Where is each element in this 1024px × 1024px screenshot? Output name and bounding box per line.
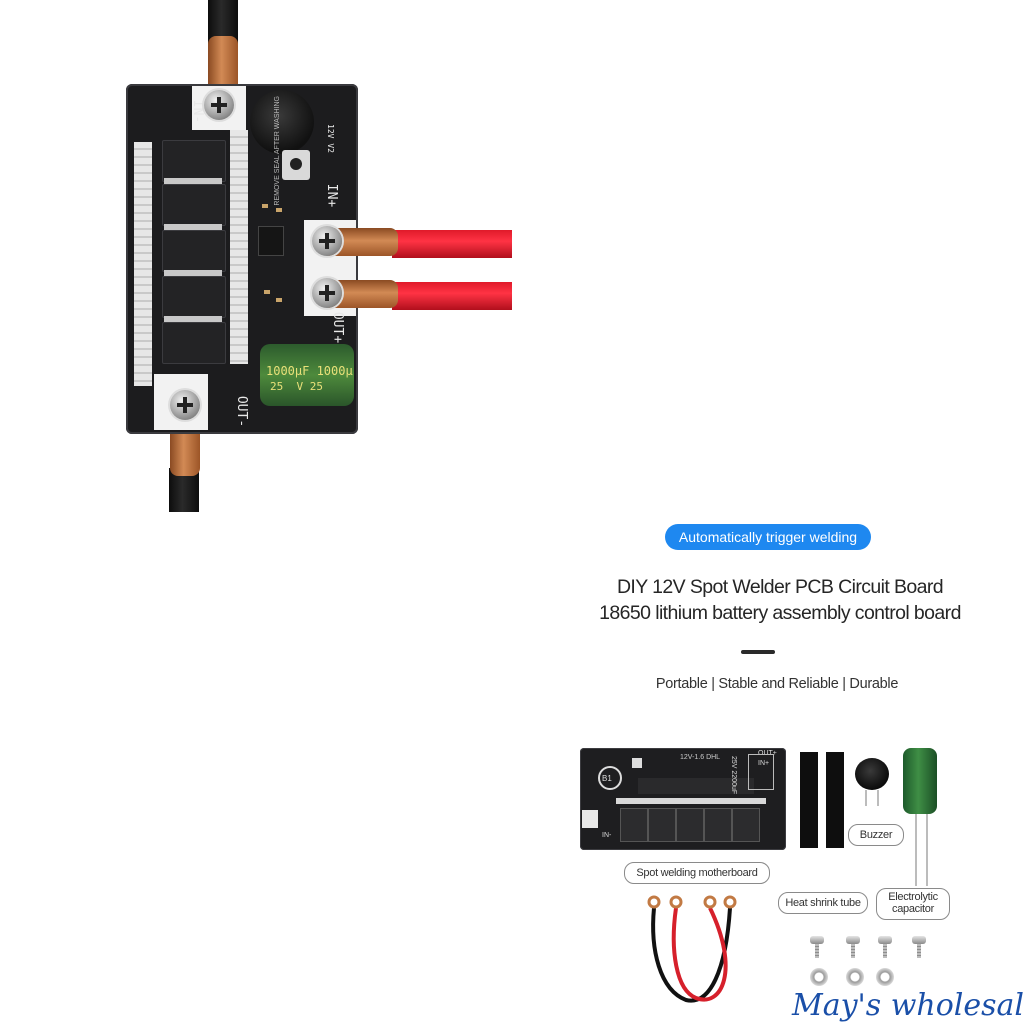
screw-icon	[170, 390, 200, 420]
capacitor-callout-line1: Electrolytic	[888, 891, 938, 903]
cap-value-text: 1000μF 1000μ	[266, 364, 353, 378]
screw-icon	[204, 90, 234, 120]
screw-icon	[912, 936, 926, 958]
feature-pill: Automatically trigger welding	[665, 524, 871, 550]
capacitor-photo: 1000μF 1000μ 25 V 25	[260, 344, 354, 406]
in-minus-label: IN-	[190, 99, 206, 124]
product-title-line2: 18650 lithium battery assembly control b…	[599, 602, 961, 624]
wire-pair-image	[647, 895, 737, 1003]
red-wire-in	[392, 230, 512, 258]
product-title-line1: DIY 12V Spot Welder PCB Circuit Board	[616, 576, 944, 598]
nut-icon	[846, 968, 864, 986]
board-in-plus-text: IN+	[758, 760, 770, 767]
board-out-text: OUT+	[758, 750, 777, 757]
heat-shrink-callout: Heat shrink tube	[778, 892, 868, 914]
buzzer-photo	[250, 90, 314, 154]
cap-volt-text: 25 V 25	[270, 380, 323, 393]
screw-icon	[312, 226, 342, 256]
voltage-label: 12V V2	[325, 124, 335, 153]
screw-icon	[878, 936, 892, 958]
heat-shrink-tube-image	[826, 752, 844, 848]
board-in-minus-text: IN-	[602, 832, 612, 839]
capacitor-callout-line2: capacitor	[892, 903, 934, 915]
title-divider	[741, 650, 775, 654]
screw-icon	[846, 936, 860, 958]
capacitor-callout: Electrolytic capacitor	[876, 888, 950, 920]
board-cap-text: 25V 2200uF	[730, 756, 737, 795]
store-watermark: May's wholesale	[792, 988, 1024, 1023]
out-plus-label: OUT+	[330, 311, 346, 344]
feature-list: Portable | Stable and Reliable | Durable	[655, 676, 899, 692]
in-plus-label: IN+	[324, 183, 340, 208]
screw-icon	[312, 278, 342, 308]
screw-icon	[810, 936, 824, 958]
motherboard-callout: Spot welding motherboard	[624, 862, 770, 884]
buzzer-image	[855, 758, 889, 790]
spot-welding-motherboard-image: B1 12V-1.6 DHL OUT+ IN+ 25V 2200uF IN-	[580, 748, 786, 850]
heat-shrink-tube-image	[800, 752, 818, 848]
electrolytic-capacitor-image	[903, 748, 937, 814]
out-minus-label: OUT-	[234, 395, 250, 428]
nut-icon	[876, 968, 894, 986]
red-wire-out	[392, 282, 512, 310]
board-version-text: 12V-1.6 DHL	[680, 754, 721, 761]
board-b1-text: B1	[602, 774, 612, 783]
nut-icon	[810, 968, 828, 986]
buzzer-callout: Buzzer	[848, 824, 904, 846]
